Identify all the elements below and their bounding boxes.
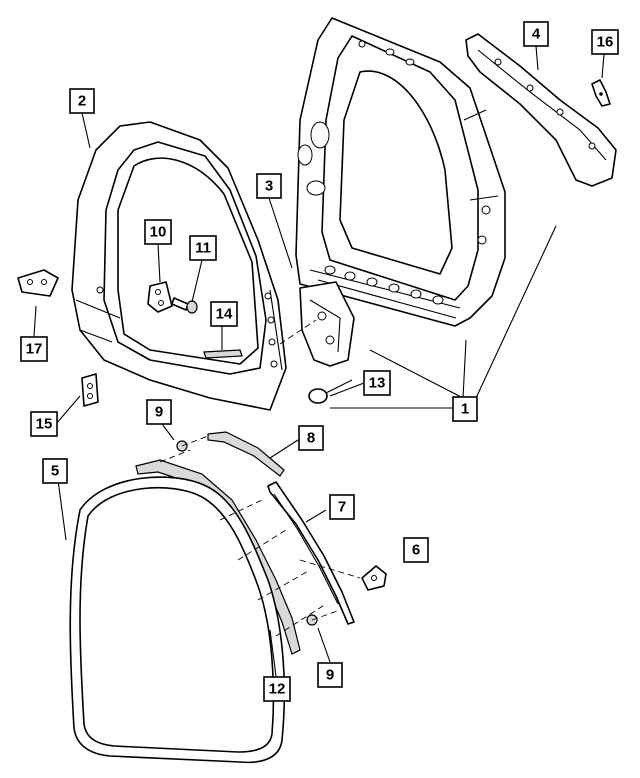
part-13-push-pin (308, 379, 353, 404)
callout-4: 4 (523, 21, 549, 47)
part-2-outer-body-side-panel (71, 121, 287, 411)
callout-7: 7 (329, 494, 355, 520)
callout-3: 3 (256, 173, 282, 199)
part-4-roof-side-rail (465, 33, 617, 187)
part-3-pillar-reinforcement (299, 281, 355, 367)
part-17-bracket (17, 269, 59, 297)
callout-15: 15 (30, 411, 58, 437)
callout-5: 5 (42, 458, 68, 484)
part-11-bolt (171, 297, 198, 314)
callout-8: 8 (298, 425, 324, 451)
part-16-clip (591, 79, 611, 107)
leader-lines (33, 45, 605, 677)
part-5-door-opening-seal (69, 476, 286, 764)
callout-17-label: 17 (26, 341, 43, 358)
callout-11-label: 11 (195, 240, 211, 257)
callout-11: 11 (189, 235, 217, 261)
part-6-clip (361, 565, 387, 591)
callout-10: 10 (144, 219, 172, 245)
callout-2: 2 (69, 88, 95, 114)
callout-7-label: 7 (338, 499, 346, 516)
dashed-alignment-lines (159, 319, 361, 637)
part-10-hinge-plate (147, 281, 173, 313)
part-8-upper-weatherstrip (207, 431, 285, 477)
callout-13-label: 13 (369, 375, 386, 392)
callout-5-label: 5 (51, 463, 59, 480)
callout-6: 6 (403, 537, 429, 563)
callout-1: 1 (452, 396, 478, 422)
callout-10-label: 10 (150, 224, 167, 241)
callout-15-label: 15 (36, 416, 53, 433)
callout-9-top-label: 9 (155, 404, 163, 421)
callout-17: 17 (20, 336, 48, 362)
callout-2-label: 2 (78, 93, 86, 110)
callout-4-label: 4 (532, 26, 541, 43)
callout-8-label: 8 (307, 430, 315, 447)
callout-6-label: 6 (412, 542, 420, 559)
part-15-bracket (81, 373, 99, 407)
callout-14-label: 14 (216, 306, 233, 323)
callout-12: 12 (263, 676, 291, 702)
callout-9-bottom-label: 9 (326, 667, 334, 684)
callout-3-label: 3 (265, 178, 273, 195)
part-14-seal-strip (203, 349, 243, 359)
callout-12-label: 12 (269, 681, 286, 698)
callout-14: 14 (210, 301, 238, 327)
callout-13: 13 (363, 370, 391, 396)
part-7-glass-run-channel (267, 481, 355, 625)
callout-9-bottom: 9 (317, 662, 343, 688)
callout-1-label: 1 (461, 401, 469, 418)
callout-16-label: 16 (597, 34, 614, 51)
callout-16: 16 (591, 29, 619, 55)
part-1-body-side-aperture-panel (295, 17, 506, 327)
callout-9-top: 9 (146, 399, 172, 425)
